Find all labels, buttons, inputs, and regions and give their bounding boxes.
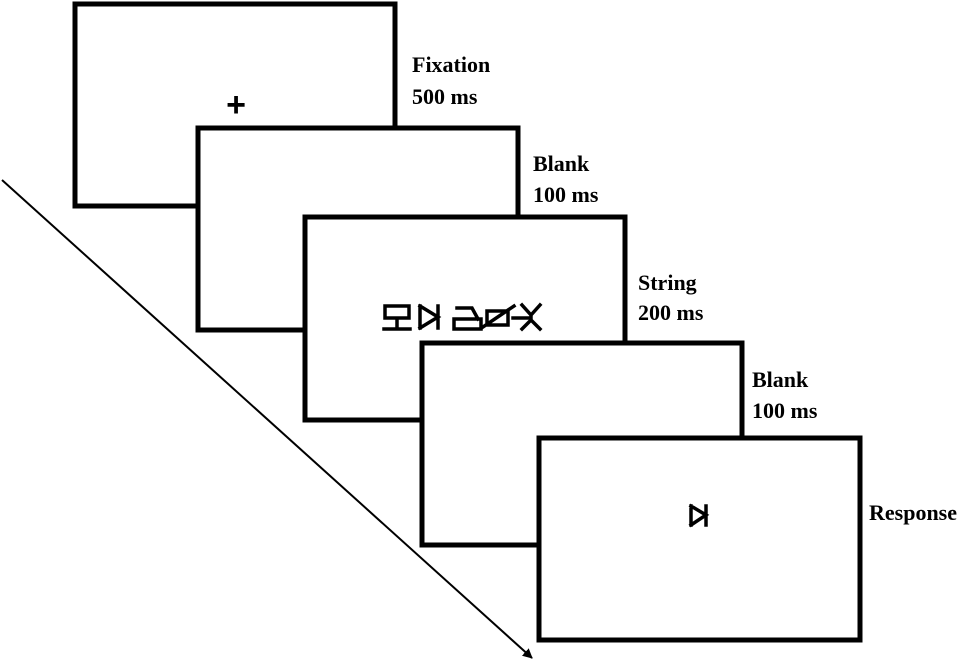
string-symbol-3 — [452, 306, 483, 331]
fixation-cross: + — [226, 86, 246, 124]
time-arrow — [1, 179, 533, 659]
frame-4-duration: 100 ms — [752, 398, 818, 423]
frame-5-name: Response — [869, 500, 957, 525]
string-symbol-5 — [511, 302, 543, 332]
string-symbol-2 — [417, 303, 442, 331]
frame-3-duration: 200 ms — [638, 300, 704, 325]
frame-1-name: Fixation — [412, 52, 490, 77]
frame-4-name: Blank — [752, 367, 809, 392]
symbol-string — [382, 302, 543, 332]
frame-response — [536, 435, 863, 643]
frame-1-duration: 500 ms — [412, 84, 478, 109]
string-symbol-4 — [480, 303, 517, 330]
frame-2-name: Blank — [533, 151, 590, 176]
screen-response — [536, 435, 863, 643]
frame-2-duration: 100 ms — [533, 182, 599, 207]
string-symbol-1 — [382, 304, 412, 331]
frame-3-name: String — [638, 270, 697, 295]
probe-symbol — [688, 503, 710, 528]
